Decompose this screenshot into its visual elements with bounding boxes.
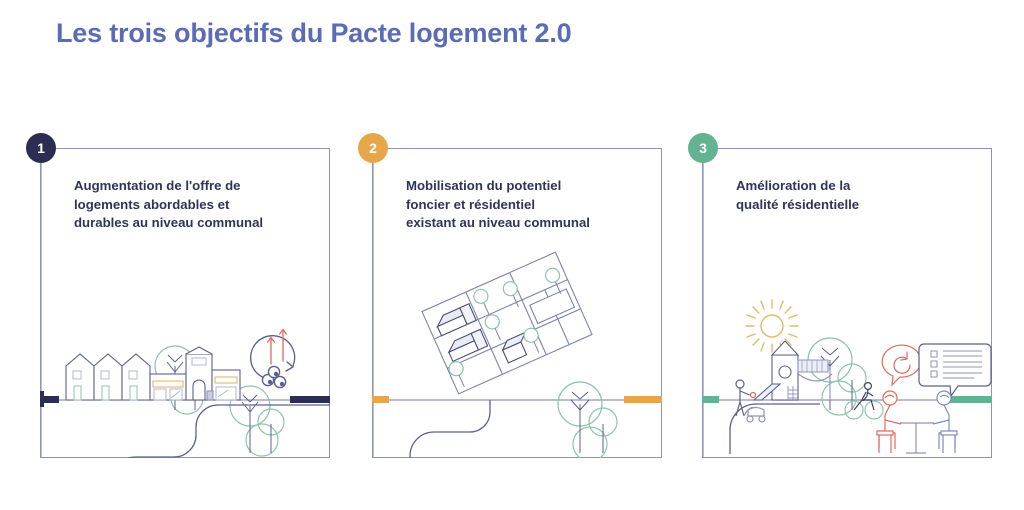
- panel-heading-1: Augmentation de l'offre de logements abo…: [74, 178, 264, 231]
- objective-panel-2: 2 Mobilisation du potentiel foncier et r…: [358, 133, 662, 458]
- panel-badge-number: 1: [37, 140, 45, 156]
- panel-heading-3: Amélioration de la qualité résidentielle: [736, 178, 860, 212]
- objective-panel-3: 3 Amélioration de la qualité résidentiel…: [688, 133, 992, 458]
- panel-badge-1: 1: [26, 133, 56, 163]
- panel-badge-number: 3: [699, 140, 707, 156]
- panel-badge-2: 2: [358, 133, 388, 163]
- panel-badge-number: 2: [369, 140, 377, 156]
- objective-panel-1: 1 Augmentation de l'offre de logements a…: [26, 133, 330, 458]
- panel-badge-3: 3: [688, 133, 718, 163]
- panel-heading-2: Mobilisation du potentiel foncier et rés…: [406, 178, 590, 231]
- page-title: Les trois objectifs du Pacte logement 2.…: [56, 18, 572, 48]
